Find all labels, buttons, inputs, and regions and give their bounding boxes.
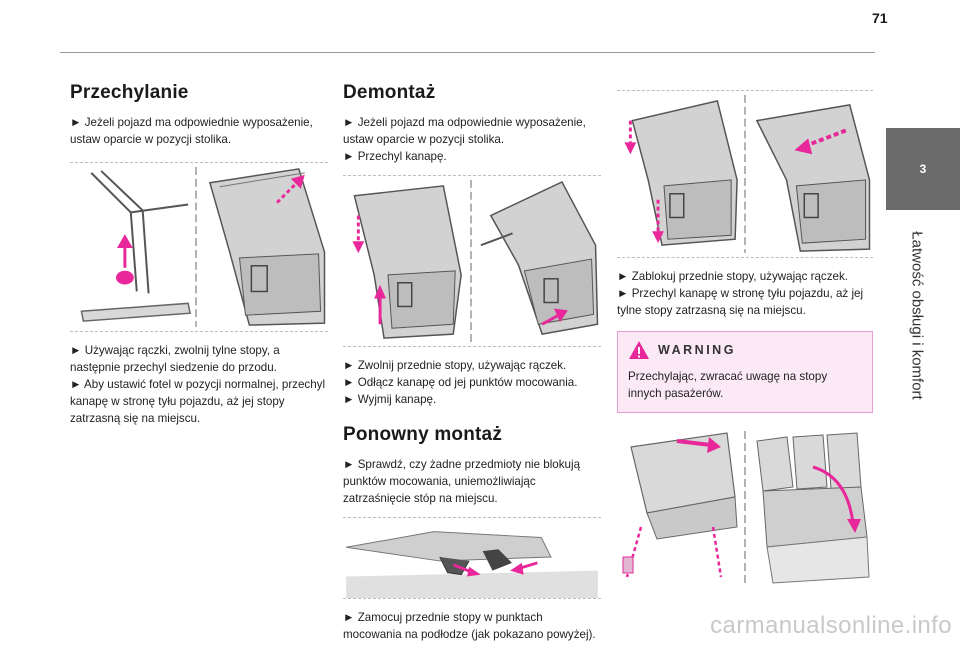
warning-box: WARNING Przechylając, zwracać uwagę na s…: [617, 331, 873, 413]
warning-text: Przechylając, zwracać uwagę na stopy inn…: [628, 370, 828, 400]
illustration-floor-anchors: [343, 517, 601, 599]
refitting-intro: ► Sprawdź, czy żadne przedmioty nie blok…: [343, 458, 581, 505]
illustration-lock-feet: [617, 90, 873, 258]
warning-title: WARNING: [658, 343, 736, 357]
header-divider: [60, 52, 875, 53]
removal-steps: ► Zwolnij przednie stopy, używając rącze…: [343, 359, 578, 406]
illustration-remove-seat: [343, 175, 601, 347]
column-removal: Demontaż ► Jeżeli pojazd ma odpowiednie …: [343, 82, 601, 643]
warning-triangle-icon: [629, 341, 649, 359]
locking-steps: ► Zablokuj przednie stopy, używając rącz…: [617, 270, 864, 317]
tilt-caution-drawing: [617, 427, 873, 587]
remove-seat-drawing: [344, 176, 600, 346]
floor-anchors-drawing: [346, 518, 598, 598]
illustration-tilt-seat: [70, 162, 328, 332]
column-tilting: Przechylanie ► Jeżeli pojazd ma odpowied…: [70, 82, 328, 427]
tilting-steps: ► Używając rączki, zwolnij tylne stopy, …: [70, 344, 326, 425]
chapter-tab[interactable]: 3: [886, 128, 960, 210]
section-title-removal: Demontaż: [343, 82, 436, 103]
watermark: carmanualsonline.info: [710, 612, 952, 639]
removal-intro: ► Jeżeli pojazd ma odpowiednie wyposażen…: [343, 116, 586, 163]
section-title-refitting: Ponowny montaż: [343, 424, 503, 445]
warning-header: WARNING: [628, 340, 862, 360]
page-number: 71: [872, 10, 888, 26]
refitting-steps: ► Zamocuj przednie stopy w punktach moco…: [343, 611, 596, 641]
column-locking: ► Zablokuj przednie stopy, używając rącz…: [617, 90, 873, 587]
section-title-tilting: Przechylanie: [70, 82, 189, 103]
illustration-tilt-caution: [617, 427, 873, 587]
tilt-seat-drawing: [71, 163, 327, 331]
tilting-intro: ► Jeżeli pojazd ma odpowiednie wyposażen…: [70, 116, 313, 146]
lock-feet-drawing: [618, 91, 872, 257]
chapter-title-vertical: Łatwość obsługi i komfort: [906, 220, 928, 410]
chapter-title-text: Łatwość obsługi i komfort: [908, 230, 926, 400]
